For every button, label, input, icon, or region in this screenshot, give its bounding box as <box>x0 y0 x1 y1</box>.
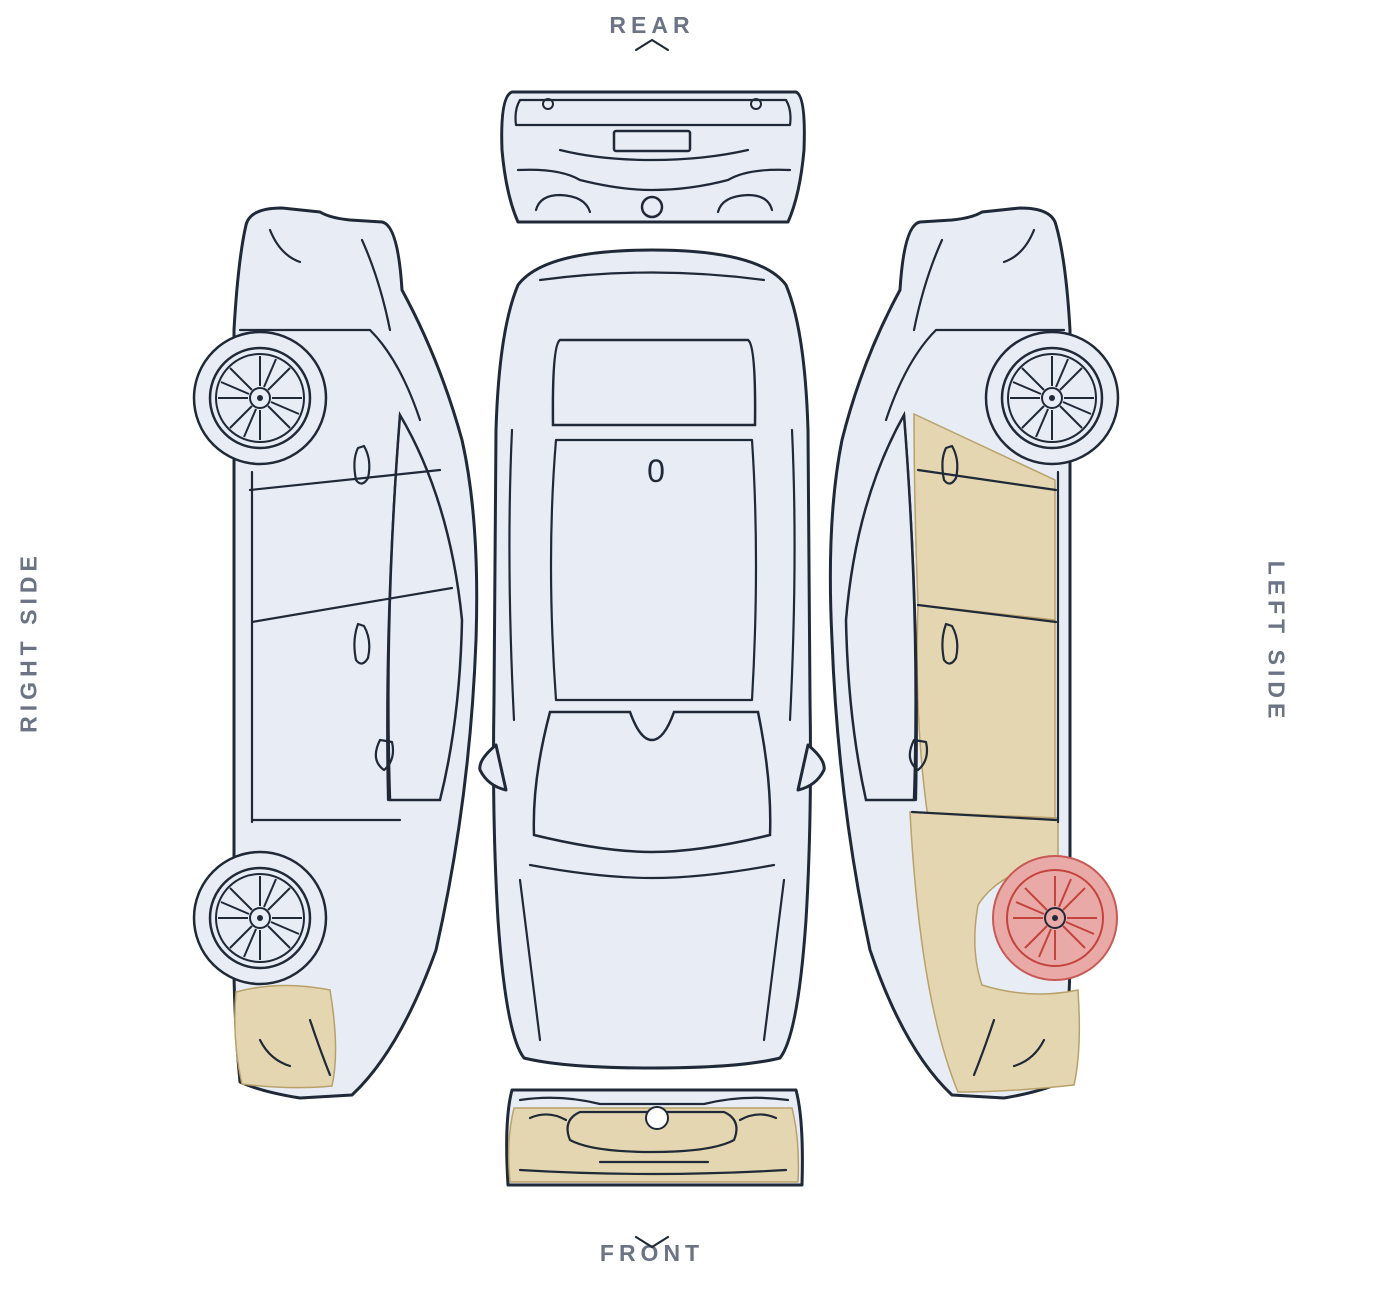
rear-label: REAR <box>609 12 695 38</box>
left-front-fender-damage[interactable] <box>909 811 1081 1093</box>
front-view[interactable] <box>505 1088 804 1187</box>
rear-view[interactable] <box>500 90 806 224</box>
left-side-view[interactable] <box>828 206 1120 1100</box>
right-side-view[interactable] <box>192 206 479 1100</box>
front-chevron-icon <box>634 1235 670 1249</box>
top-view[interactable]: 0 <box>478 248 826 1070</box>
right-front-fender-damage[interactable] <box>234 984 337 1089</box>
roof-marker-text: 0 <box>647 453 665 489</box>
left-front-wheel-damage[interactable] <box>992 855 1118 981</box>
left-front-door-damage[interactable] <box>916 604 1056 819</box>
rear-chevron-icon <box>634 38 670 52</box>
